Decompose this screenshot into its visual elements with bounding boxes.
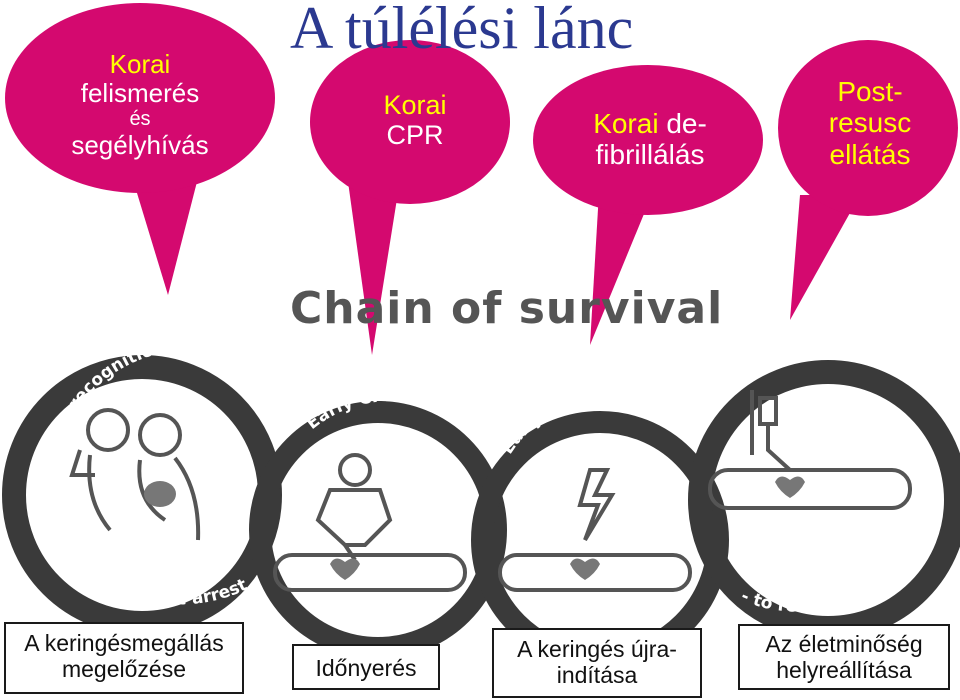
defibrillation-icon	[498, 468, 692, 592]
bottom3-line2: indítása	[556, 662, 638, 689]
bubble3-line1b: de-	[658, 108, 707, 139]
bottom-label-time-gain: Időnyerés	[292, 644, 440, 690]
speech-bubbles	[5, 3, 958, 216]
bubble4-line1: Post-	[837, 76, 903, 107]
bubble2-line2: CPR	[386, 120, 444, 151]
bubble-post-care	[778, 40, 958, 216]
bubble-tail-cpr	[345, 160, 400, 355]
bubble-text-post-care: Post- resusc ellátás	[790, 76, 950, 170]
ring-defibrillation	[471, 411, 729, 669]
bubble-text-defibrillation: Korai de- fibrillálás	[555, 108, 745, 171]
bottom1-line1: A keringésmegállás	[24, 630, 224, 656]
bubble-text-recognition: Korai felismerés és segélyhívás	[40, 49, 240, 160]
ring-post-care	[688, 360, 960, 640]
bubble1-line1: Korai	[109, 49, 171, 79]
bubble-recognition	[5, 3, 275, 193]
bubble-text-cpr: Korai CPR	[350, 90, 480, 150]
bubble4-line2: resusc	[828, 107, 912, 139]
bottom-label-quality-of-life: Az életminőség helyreállítása	[738, 624, 950, 690]
bottom-label-restart-circulation: A keringés újra- indítása	[492, 628, 702, 698]
cpr-rescuer-icon	[273, 453, 467, 592]
bottom4-line2: helyreállítása	[776, 657, 912, 684]
bubble-tails	[130, 160, 860, 355]
bottom4-line1: Az életminőség	[765, 631, 923, 657]
iv-patient-icon	[708, 390, 912, 510]
bottom2-line1: Időnyerés	[315, 655, 417, 681]
bubble4-line3: ellátás	[829, 138, 911, 170]
bubble1-line4: segélyhívás	[71, 129, 209, 160]
bubble1-line3: és	[129, 108, 151, 131]
phone-call-icon	[69, 408, 201, 541]
bottom1-line2: megelőzése	[61, 656, 187, 683]
bubble3-line2: fibrillálás	[595, 139, 705, 171]
bottom-label-prevention: A keringésmegállás megelőzése	[4, 622, 244, 694]
bubble2-line1: Korai	[383, 90, 447, 120]
bubble3-line1a: Korai	[593, 108, 659, 139]
bottom3-line1: A keringés újra-	[517, 636, 677, 662]
bubble-cpr	[310, 40, 510, 204]
chain-of-survival-heading: Chain of survival	[290, 283, 724, 334]
bubble-defibrillation	[533, 65, 763, 215]
bubble1-line2: felismerés	[80, 78, 200, 109]
page-title: A túlélési lánc	[290, 0, 634, 61]
